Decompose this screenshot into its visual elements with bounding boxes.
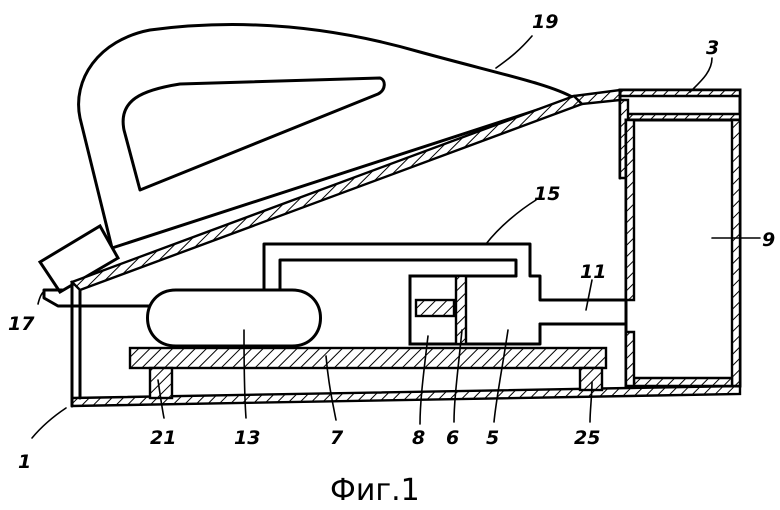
label-9: 9 [762, 229, 775, 251]
pump [410, 276, 466, 344]
label-15: 15 [534, 183, 560, 205]
label-1: 1 [18, 451, 31, 473]
label-5: 5 [486, 427, 499, 449]
base-plate [130, 348, 606, 368]
label-3: 3 [706, 37, 719, 59]
figure-caption: Фиг.1 [330, 473, 420, 508]
label-17: 17 [8, 313, 35, 335]
label-6: 6 [446, 427, 459, 449]
boiler [148, 290, 321, 346]
iron [40, 25, 574, 292]
label-13: 13 [234, 427, 260, 449]
label-8: 8 [412, 427, 425, 449]
label-21: 21 [150, 427, 176, 449]
label-11: 11 [580, 261, 606, 283]
label-25: 25 [574, 427, 600, 449]
water-tank [626, 120, 740, 386]
label-7: 7 [330, 427, 344, 449]
label-19: 19 [532, 11, 558, 33]
